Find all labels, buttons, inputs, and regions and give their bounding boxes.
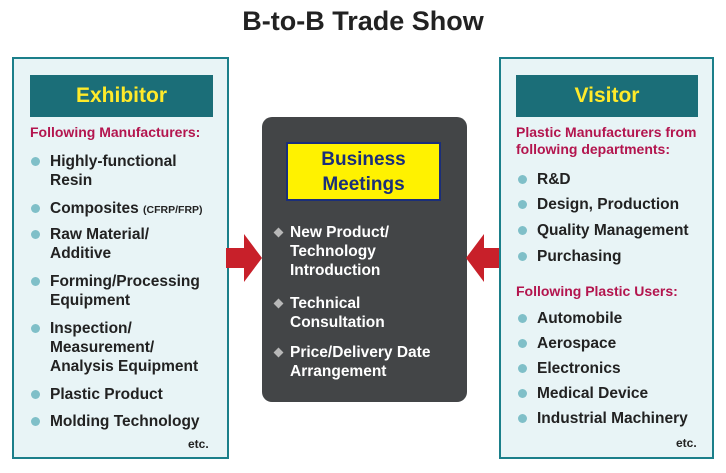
- right-arrow-icon: [226, 234, 262, 282]
- bullet-icon: [518, 339, 527, 348]
- bullet-icon: [518, 175, 527, 184]
- exhibitor-item: Raw Material/ Additive: [31, 225, 190, 263]
- bullet-icon: [518, 389, 527, 398]
- exhibitor-etc: etc.: [188, 437, 209, 451]
- page-title: B-to-B Trade Show: [242, 6, 484, 36]
- exhibitor-item: Forming/Processing Equipment: [31, 272, 225, 310]
- visitor-etc: etc.: [676, 436, 697, 450]
- meeting-item: New Product/ Technology Introduction: [273, 223, 450, 280]
- department-item: Quality Management: [518, 221, 689, 240]
- bullet-icon: [518, 314, 527, 323]
- exhibitor-header: Exhibitor: [30, 75, 213, 117]
- exhibitor-subtitle: Following Manufacturers:: [30, 124, 201, 140]
- bullet-icon: [31, 324, 40, 333]
- business-meetings-header: Business Meetings: [286, 142, 441, 201]
- meeting-item: Price/Delivery Date Arrangement: [273, 343, 465, 381]
- department-item: Purchasing: [518, 247, 621, 266]
- user-item: Aerospace: [518, 334, 616, 353]
- exhibitor-item: Highly-functional Resin: [31, 152, 210, 190]
- bullet-icon: [31, 390, 40, 399]
- meeting-item: Technical Consultation: [273, 294, 440, 332]
- exhibitor-panel: Exhibitor Following Manufacturers: Highl…: [12, 57, 229, 459]
- diamond-bullet-icon: [273, 227, 284, 238]
- exhibitor-item: Composites (CFRP/FRP): [31, 199, 225, 220]
- department-item: Design, Production: [518, 195, 679, 214]
- exhibitor-item: Molding Technology: [31, 412, 225, 431]
- visitor-subtitle-users: Following Plastic Users:: [516, 283, 678, 299]
- visitor-subtitle-departments: Plastic Manufacturers from following dep…: [516, 124, 697, 157]
- user-item: Automobile: [518, 309, 622, 328]
- bullet-icon: [31, 277, 40, 286]
- business-meetings-panel: Business Meetings New Product/ Technolog…: [262, 117, 467, 402]
- left-arrow-icon: [466, 234, 502, 282]
- exhibitor-item: Inspection/ Measurement/ Analysis Equipm…: [31, 319, 220, 376]
- user-item: Medical Device: [518, 384, 648, 403]
- bullet-icon: [31, 157, 40, 166]
- bullet-icon: [31, 417, 40, 426]
- diamond-bullet-icon: [273, 347, 284, 358]
- bullet-icon: [518, 364, 527, 373]
- user-item: Electronics: [518, 359, 621, 378]
- user-item: Industrial Machinery: [518, 409, 688, 428]
- bullet-icon: [31, 230, 40, 239]
- diamond-bullet-icon: [273, 298, 284, 309]
- bullet-icon: [518, 200, 527, 209]
- visitor-header: Visitor: [516, 75, 698, 117]
- bullet-icon: [31, 204, 40, 213]
- bullet-icon: [518, 414, 527, 423]
- visitor-panel: Visitor Plastic Manufacturers from follo…: [499, 57, 714, 459]
- bullet-icon: [518, 252, 527, 261]
- department-item: R&D: [518, 170, 571, 189]
- bullet-icon: [518, 226, 527, 235]
- exhibitor-item: Plastic Product: [31, 385, 220, 404]
